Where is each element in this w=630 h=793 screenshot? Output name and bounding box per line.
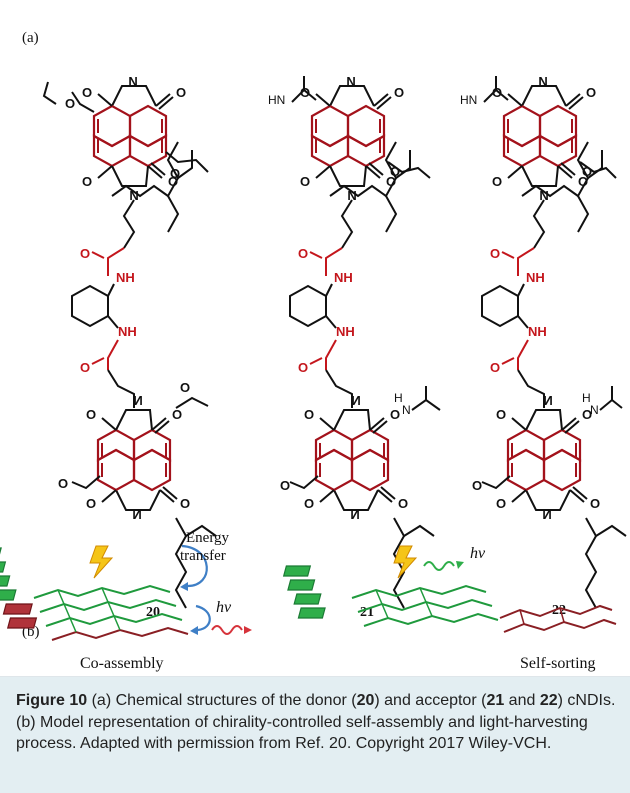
svg-text:O: O — [298, 360, 308, 375]
svg-text:O: O — [65, 96, 75, 111]
svg-text:HN: HN — [460, 93, 477, 107]
svg-text:H: H — [582, 391, 591, 405]
caption-compound-20: 20 — [356, 692, 375, 709]
figure-caption: Figure 10 (a) Chemical structures of the… — [0, 677, 630, 793]
svg-text:O: O — [58, 476, 68, 491]
caption-text-1: (a) Chemical structures of the donor ( — [87, 692, 357, 709]
svg-text:NH: NH — [526, 270, 545, 285]
caption-text-3: and — [504, 692, 540, 709]
hv-label-selfsorting: hν — [470, 545, 486, 562]
caption-compound-22: 22 — [539, 692, 558, 709]
panel-label-a: (a) — [22, 30, 39, 46]
caption-text-4: ) cNDIs. (b) Model representation of chi… — [16, 692, 616, 752]
selfsorting-label: Self-sorting — [520, 655, 596, 672]
caption-compound-21: 21 — [486, 692, 505, 709]
coassembly-label: Co-assembly — [80, 655, 164, 672]
compound-22-structure: HN O O NH NH O H N O 22 — [460, 72, 627, 618]
svg-text:O: O — [472, 478, 482, 493]
lightning-bolt-icon — [89, 545, 114, 579]
selfsorting-schematic: hν Self-sorting — [282, 545, 617, 672]
svg-text:HN: HN — [268, 93, 285, 107]
compound-20-structure: O O O NH NH O O O 20 — [42, 72, 217, 620]
caption-text-2: ) and acceptor ( — [374, 692, 487, 709]
lightning-bolt-icon — [393, 545, 418, 579]
svg-text:O: O — [490, 360, 500, 375]
compound-21-structure: HN O O NH NH O H N O 21 — [268, 72, 441, 620]
hv-label-coassembly: hν — [216, 599, 232, 616]
svg-text:O: O — [390, 164, 400, 179]
svg-text:NH: NH — [528, 324, 547, 339]
energy-label-line1: Energy — [186, 530, 230, 546]
svg-text:N: N — [402, 403, 411, 417]
figure-label: Figure 10 — [16, 692, 88, 709]
svg-text:NH: NH — [334, 270, 353, 285]
svg-text:O: O — [490, 246, 500, 261]
coassembly-schematic: Energy transfer hν Co-assembly — [0, 530, 252, 672]
figure-svg: N N O O O O — [0, 30, 627, 672]
svg-text:O: O — [280, 478, 290, 493]
svg-text:NH: NH — [336, 324, 355, 339]
svg-text:NH: NH — [116, 270, 135, 285]
svg-text:N: N — [590, 403, 599, 417]
svg-text:H: H — [394, 391, 403, 405]
svg-text:O: O — [80, 360, 90, 375]
svg-text:NH: NH — [118, 324, 137, 339]
energy-label-line2: transfer — [180, 548, 226, 564]
svg-text:O: O — [582, 164, 592, 179]
svg-text:O: O — [170, 166, 180, 181]
svg-text:O: O — [180, 380, 190, 395]
svg-text:O: O — [80, 246, 90, 261]
figure-area: N N O O O O — [0, 30, 630, 677]
svg-text:O: O — [298, 246, 308, 261]
